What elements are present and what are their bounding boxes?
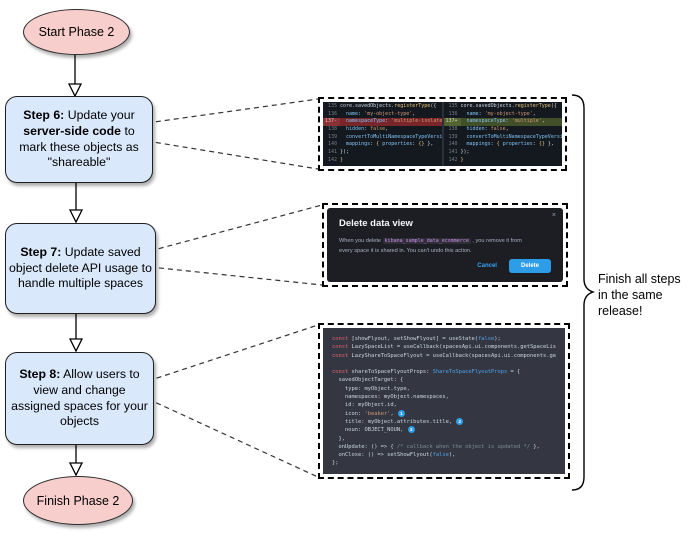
step7-node: Step 7: Update saved object delete API u… (5, 223, 156, 314)
step6-label-text: Update your (64, 108, 135, 123)
step8-label-text: Allow users to view and change assigned … (11, 367, 148, 429)
delete-modal: × Delete data view When you delete kiban… (327, 208, 563, 282)
start-node-label: Start Phase 2 (38, 25, 115, 39)
flyout-code-block: const [showFlyout, setShowFlyout] = useS… (323, 328, 565, 474)
step8-node: Step 8: Allow users to view and change a… (5, 352, 154, 445)
curly-brace (571, 94, 596, 491)
modal-inline-code: kibana_sample_data_ecommerce (382, 238, 471, 244)
cancel-button[interactable]: Cancel (477, 263, 497, 269)
step7-screenshot-delete-modal: × Delete data view When you delete kiban… (322, 203, 568, 287)
finish-node-label: Finish Phase 2 (36, 493, 120, 508)
modal-body-post: , you remove it from every space it is s… (339, 238, 522, 254)
annotation-line: Finish all steps (598, 272, 681, 286)
step6-label-bold2: server-side code (23, 123, 122, 138)
start-node: Start Phase 2 (23, 9, 130, 55)
modal-body-pre: When you delete (339, 238, 383, 244)
annotation-line: release! (598, 303, 643, 318)
step7-label: Step 7: Update saved object delete API u… (8, 245, 153, 292)
step8-screenshot-code-block: const [showFlyout, setShowFlyout] = useS… (318, 323, 570, 479)
modal-body: When you delete kibana_sample_data_ecomm… (339, 237, 534, 257)
step8-label: Step 8: Allow users to view and change a… (8, 367, 151, 430)
modal-actions: Cancel Delete (477, 259, 551, 273)
delete-button[interactable]: Delete (508, 259, 551, 273)
modal-title: Delete data view (339, 218, 413, 229)
step7-label-text: Update saved object delete API usage to … (9, 244, 152, 291)
step6-node: Step 6: Update your server-side code to … (5, 96, 153, 183)
step6-label-text2: to mark these objects as "shareable" (19, 123, 139, 170)
step6-label-bold: Step 6: (23, 108, 65, 123)
step6-label: Step 6: Update your server-side code to … (8, 108, 150, 171)
annotation-line: in the same (598, 287, 663, 302)
step8-label-bold: Step 8: (19, 367, 61, 382)
annotation-note: Finish all steps in the same release! (598, 272, 690, 320)
step7-label-bold: Step 7: (20, 244, 62, 259)
finish-node: Finish Phase 2 (23, 476, 133, 525)
close-icon[interactable]: × (551, 212, 556, 219)
projection-lines (146, 98, 323, 478)
